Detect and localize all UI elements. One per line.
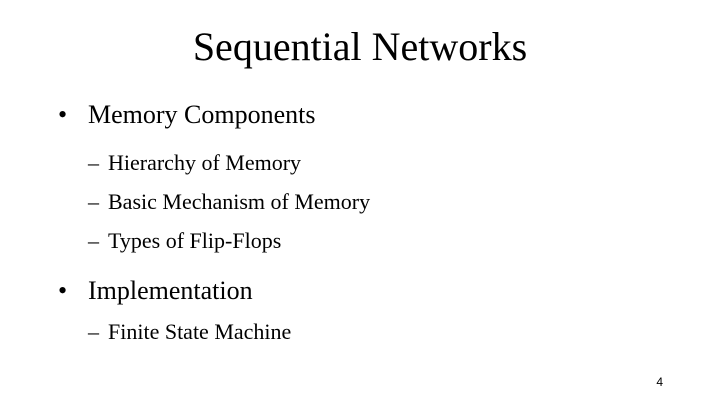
outline-subitem-label: Hierarchy of Memory (108, 150, 302, 175)
outline-subitem-hierarchy-of-memory: – Hierarchy of Memory (0, 143, 720, 182)
page-title: Sequential Networks (192, 24, 528, 69)
outline-item-label: Implementation (88, 276, 253, 305)
outline-subitem-label: Basic Mechanism of Memory (108, 189, 371, 214)
bullet-dot-icon: • (58, 100, 68, 129)
bullet-dash-icon: – (88, 189, 99, 214)
outline-subitem-label: Types of Flip-Flops (108, 228, 282, 253)
outline-subitem-label: Finite State Machine (108, 319, 292, 344)
page-number: 4 (656, 375, 663, 389)
outline-item-label: Memory Components (88, 100, 316, 129)
outline-item-memory-components: • Memory Components (0, 98, 720, 132)
bullet-dash-icon: – (88, 150, 99, 175)
bullet-dash-icon: – (88, 319, 99, 344)
outline-subitem-finite-state-machine: – Finite State Machine (0, 312, 720, 351)
outline-sublist-implementation: – Finite State Machine (0, 312, 720, 351)
bullet-dot-icon: • (58, 276, 68, 305)
outline-body: • Memory Components – Hierarchy of Memor… (0, 98, 720, 351)
outline-subitem-types-of-flip-flops: – Types of Flip-Flops (0, 221, 720, 260)
bullet-dash-icon: – (88, 228, 99, 253)
outline-sublist-memory-components: – Hierarchy of Memory – Basic Mechanism … (0, 143, 720, 260)
outline-subitem-basic-mechanism-of-memory: – Basic Mechanism of Memory (0, 182, 720, 221)
outline-item-implementation: • Implementation (0, 274, 720, 308)
